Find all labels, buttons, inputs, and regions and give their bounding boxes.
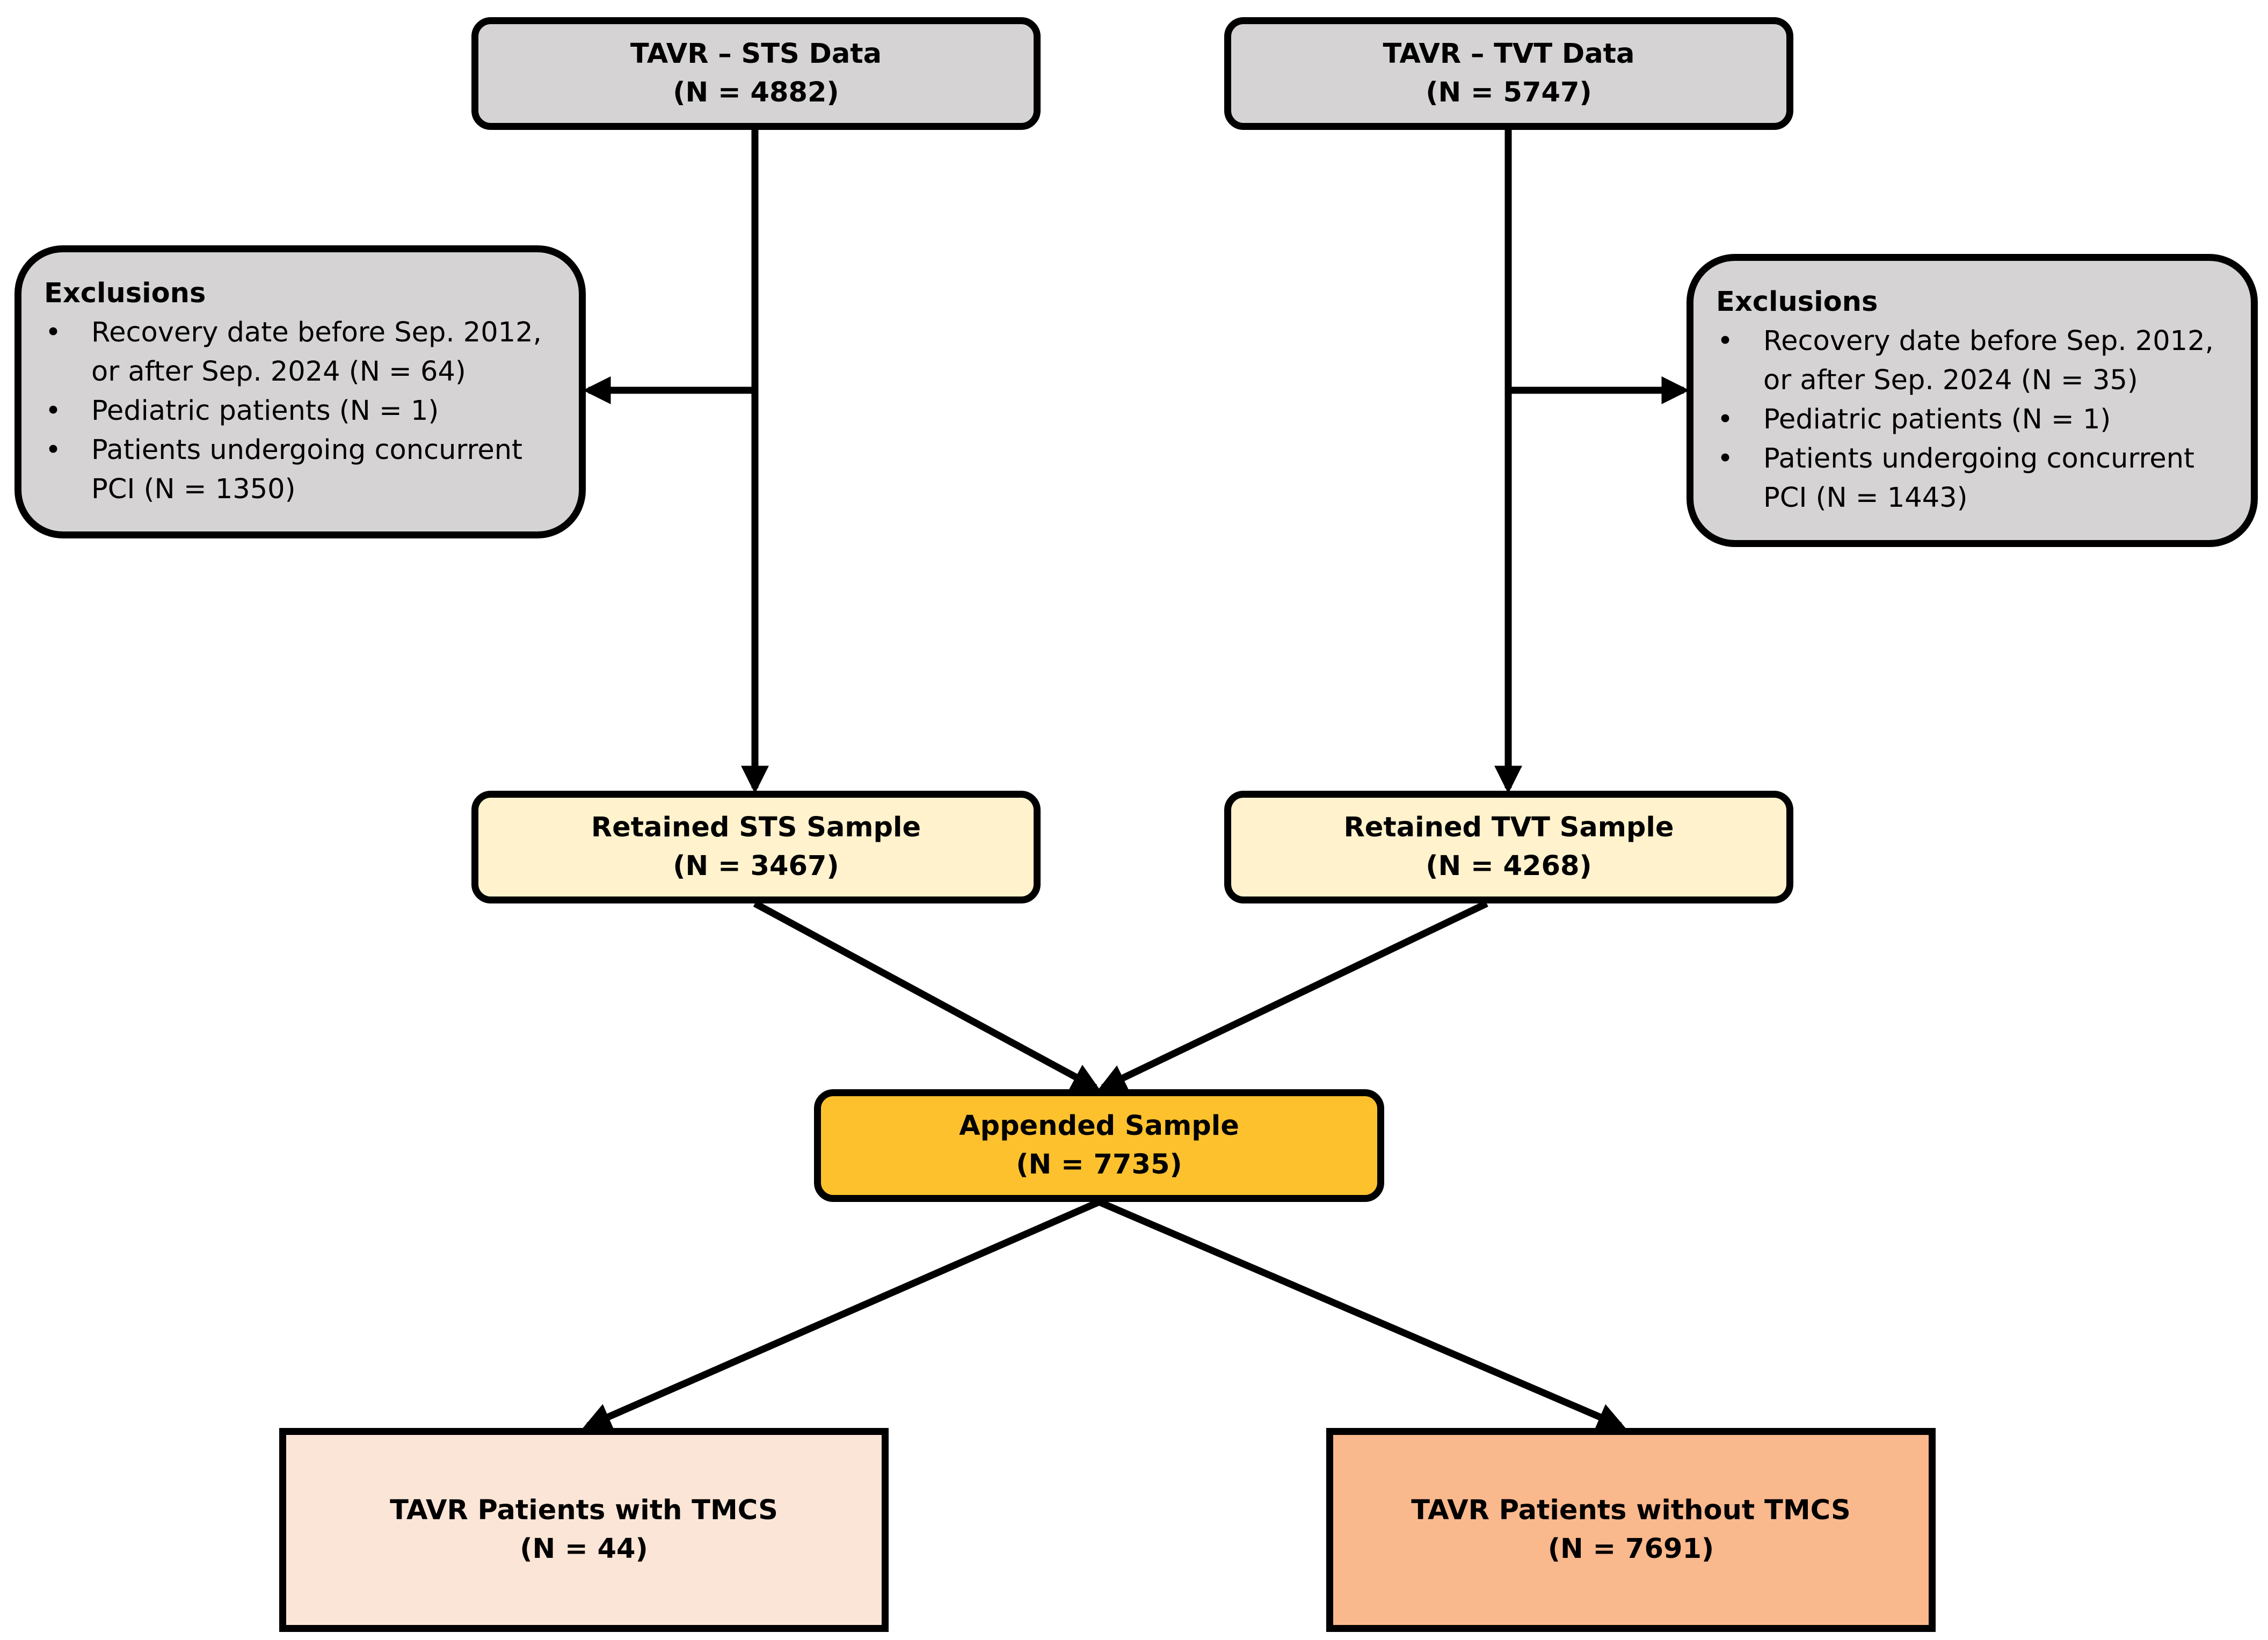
bullet-icon: • [1717, 443, 1734, 475]
bullet-icon: • [45, 317, 62, 348]
arrow-appended-to-without-tmcs [1097, 1199, 1626, 1430]
sts-exclusions-list: • Recovery date before Sep. 2012, or aft… [44, 313, 557, 509]
sts-exclusions-box: Exclusions • Recovery date before Sep. 2… [14, 245, 586, 538]
exclusion-text: Patients undergoing concurrent PCI (N = … [91, 434, 523, 505]
sts-data-title: TAVR – STS Data [630, 38, 882, 70]
tvt-data-box: TAVR – TVT Data (N = 5747) [1224, 17, 1793, 130]
bullet-icon: • [45, 395, 62, 427]
list-item: • Patients undergoing concurrent PCI (N … [1716, 439, 2229, 517]
exclusion-text: Pediatric patients (N = 1) [1763, 404, 2111, 435]
without-tmcs-box: TAVR Patients without TMCS (N = 7691) [1326, 1428, 1936, 1632]
tvt-exclusions-box: Exclusions • Recovery date before Sep. 2… [1687, 254, 2258, 547]
appended-sample-title: Appended Sample [959, 1110, 1239, 1142]
exclusion-text: Patients undergoing concurrent PCI (N = … [1763, 443, 2195, 514]
retained-sts-count: (N = 3467) [673, 850, 839, 882]
list-item: • Recovery date before Sep. 2012, or aft… [1716, 322, 2229, 400]
list-item: • Pediatric patients (N = 1) [1716, 400, 2229, 439]
without-tmcs-title: TAVR Patients without TMCS [1411, 1495, 1851, 1526]
retained-sts-title: Retained STS Sample [591, 812, 921, 843]
appended-sample-box: Appended Sample (N = 7735) [814, 1089, 1384, 1202]
retained-tvt-count: (N = 4268) [1426, 850, 1592, 882]
list-item: • Pediatric patients (N = 1) [44, 391, 557, 431]
list-item: • Recovery date before Sep. 2012, or aft… [44, 313, 557, 391]
sts-data-count: (N = 4882) [673, 77, 839, 108]
retained-tvt-box: Retained TVT Sample (N = 4268) [1224, 791, 1793, 903]
sts-exclusions-title: Exclusions [44, 278, 206, 309]
bullet-icon: • [45, 434, 62, 466]
exclusion-text: Recovery date before Sep. 2012, or after… [1763, 325, 2214, 396]
with-tmcs-title: TAVR Patients with TMCS [390, 1495, 778, 1526]
with-tmcs-box: TAVR Patients with TMCS (N = 44) [279, 1428, 889, 1632]
appended-sample-count: (N = 7735) [1016, 1149, 1182, 1180]
bullet-icon: • [1717, 325, 1734, 357]
arrow-retained-sts-to-appended [753, 900, 1101, 1091]
tvt-exclusions-title: Exclusions [1716, 286, 1878, 318]
arrow-retained-tvt-to-appended [1097, 900, 1488, 1091]
bullet-icon: • [1717, 404, 1734, 435]
sts-data-box: TAVR – STS Data (N = 4882) [471, 17, 1041, 130]
tvt-data-title: TAVR – TVT Data [1383, 38, 1635, 70]
without-tmcs-count: (N = 7691) [1547, 1533, 1714, 1565]
list-item: • Patients undergoing concurrent PCI (N … [44, 431, 557, 509]
tvt-exclusions-list: • Recovery date before Sep. 2012, or aft… [1716, 322, 2229, 517]
exclusion-text: Pediatric patients (N = 1) [91, 395, 439, 427]
with-tmcs-count: (N = 44) [520, 1533, 648, 1565]
tvt-data-count: (N = 5747) [1426, 77, 1592, 108]
retained-sts-box: Retained STS Sample (N = 3467) [471, 791, 1041, 903]
exclusion-text: Recovery date before Sep. 2012, or after… [91, 317, 542, 388]
arrow-appended-to-with-tmcs [583, 1199, 1101, 1430]
retained-tvt-title: Retained TVT Sample [1343, 812, 1674, 843]
